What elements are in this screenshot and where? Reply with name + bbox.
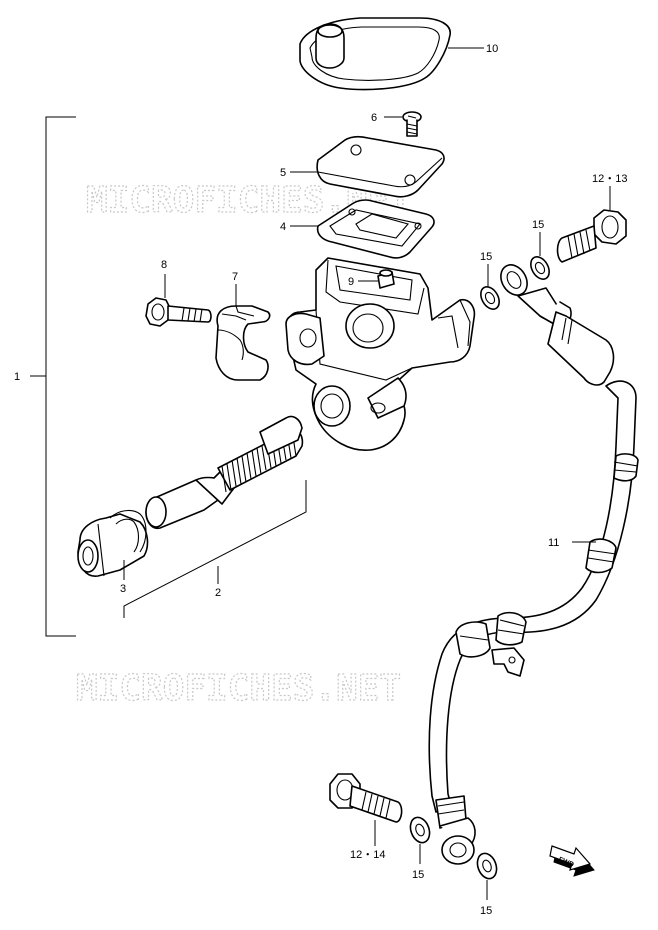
piston-bracket (123, 480, 307, 618)
union-bolt-lower (329, 773, 403, 823)
reservoir-cap (316, 135, 445, 198)
callout-6: 6 (371, 112, 377, 124)
dust-boot (77, 509, 149, 577)
piston-set (145, 415, 304, 530)
callout-4: 4 (280, 221, 286, 233)
screw (402, 111, 422, 137)
callout-5: 5 (280, 167, 286, 179)
diaphragm (316, 199, 435, 259)
watermark-bottom: MICROFICHES.NET (76, 668, 401, 709)
callout-15-d: 15 (480, 905, 492, 917)
callout-12-13: 12・13 (592, 173, 627, 185)
callout-2: 2 (215, 587, 221, 599)
holder-bolt (145, 297, 212, 327)
brake-hose (428, 264, 639, 865)
washer-lower-left (409, 816, 431, 844)
callout-11: 11 (548, 537, 559, 549)
master-cylinder-body (285, 257, 476, 451)
reservoir-cover (299, 17, 451, 91)
callout-15-c: 15 (412, 869, 424, 881)
union-bolt-upper (556, 209, 627, 263)
callout-10: 10 (486, 43, 498, 55)
callout-15-b: 15 (480, 251, 492, 263)
reservoir-fitting (377, 269, 395, 289)
washer-upper-left (480, 286, 500, 310)
washer-lower-right (476, 852, 498, 880)
callout-12-14: 12・14 (350, 849, 385, 861)
callout-15-a: 15 (532, 219, 544, 231)
fwd-arrow-icon: FWD (549, 845, 595, 877)
callout-3: 3 (120, 583, 126, 595)
lever-holder (215, 305, 271, 381)
callout-9: 9 (348, 276, 354, 288)
callout-1: 1 (14, 371, 20, 383)
washer-upper-right (530, 256, 550, 280)
callout-8: 8 (161, 259, 167, 271)
callout-7: 7 (232, 271, 238, 283)
assembly-bracket (45, 116, 76, 637)
